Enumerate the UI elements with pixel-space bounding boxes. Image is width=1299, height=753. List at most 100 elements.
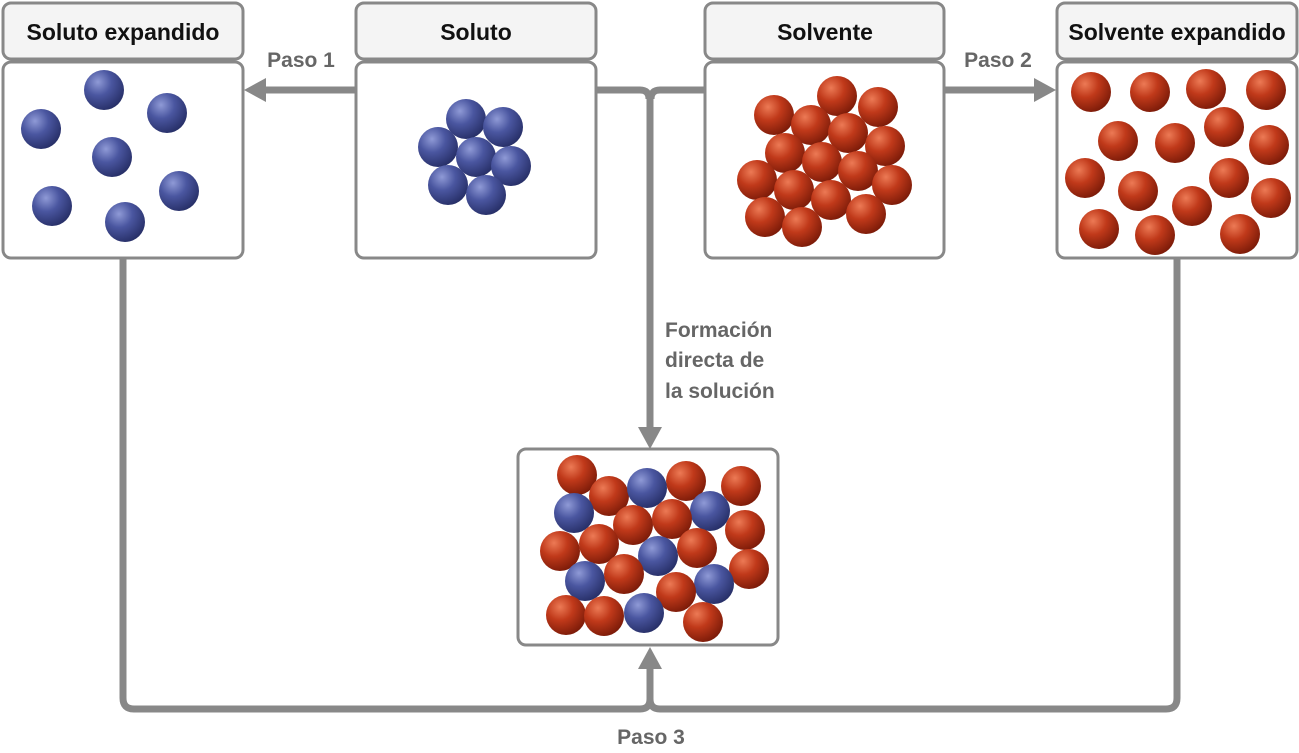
solvent-particle: [540, 531, 580, 571]
solute-particle: [466, 175, 506, 215]
particle-group: [418, 99, 531, 215]
solvent-particle: [677, 528, 717, 568]
solute-particle: [554, 493, 594, 533]
expanded-solute-header: [1, 1, 245, 61]
solvent-particle: [613, 505, 653, 545]
solvent-particle: [846, 194, 886, 234]
solute-particle: [32, 186, 72, 226]
direct-formation-label-line2: directa de: [665, 349, 764, 372]
solvent-particle: [1135, 215, 1175, 255]
direct-formation-label-line3: la solución: [665, 380, 775, 403]
solvent-particle: [802, 142, 842, 182]
direct-formation-label-line1: Formación: [665, 319, 772, 342]
solvent-particle: [721, 466, 761, 506]
direct-formation-arrowhead: [638, 427, 662, 449]
solute-particle: [428, 165, 468, 205]
expanded-solvent-title: Solvente expandido: [1068, 19, 1285, 45]
solvent-particle: [765, 133, 805, 173]
solute-particle: [565, 561, 605, 601]
solute-particle: [147, 93, 187, 133]
panel-solvent: Solvente: [703, 1, 946, 260]
solvent-particle: [791, 105, 831, 145]
solvent-particle: [865, 126, 905, 166]
solute-particle: [446, 99, 486, 139]
solvent-particle: [579, 524, 619, 564]
solvent-particle: [838, 151, 878, 191]
solute-particle: [92, 137, 132, 177]
solvent-particle: [683, 602, 723, 642]
panel-expanded-solvent: Solvente expandido: [1055, 1, 1299, 260]
particle-group: [1065, 69, 1291, 255]
solvent-particle: [725, 510, 765, 550]
solute-particle: [21, 109, 61, 149]
solvent-particle: [1204, 107, 1244, 147]
solvent-particle: [1220, 214, 1260, 254]
solvent-to-direct-connector: [647, 86, 705, 100]
solvent-particle: [1065, 158, 1105, 198]
solvent-particle: [656, 572, 696, 612]
solvent-particle: [1246, 70, 1286, 110]
solvent-particle: [652, 499, 692, 539]
solvent-particle: [1249, 125, 1289, 165]
solute-particle: [105, 202, 145, 242]
solvent-particle: [1130, 72, 1170, 112]
solvent-particle: [811, 180, 851, 220]
solvent-particle: [1155, 123, 1195, 163]
solvent-particle: [729, 549, 769, 589]
particle-group: [21, 70, 199, 242]
solvent-particle: [1118, 171, 1158, 211]
solute-particle: [483, 107, 523, 147]
solvent-particle: [604, 554, 644, 594]
solvent-particle: [782, 207, 822, 247]
solute-particle: [456, 137, 496, 177]
particle-group: [737, 76, 912, 247]
solvent-particle: [828, 113, 868, 153]
step2-label: Paso 2: [964, 49, 1032, 72]
solute-to-direct-connector: [596, 86, 653, 100]
solute-header: [354, 1, 598, 61]
solvent-particle: [584, 596, 624, 636]
solute-particle: [491, 146, 531, 186]
solvent-particle: [666, 461, 706, 501]
solvent-particle: [745, 197, 785, 237]
solute-particle: [418, 127, 458, 167]
solvent-particle: [1098, 121, 1138, 161]
solute-particle: [624, 593, 664, 633]
step1-label: Paso 1: [267, 49, 335, 72]
panel-solution: [516, 447, 780, 647]
particle-group: [540, 455, 769, 642]
solvent-particle: [817, 76, 857, 116]
solute-particle: [627, 468, 667, 508]
panel-solute: Soluto: [354, 1, 598, 260]
step3-right-connector: [646, 258, 1181, 713]
solvent-particle: [774, 170, 814, 210]
solvent-particle: [589, 476, 629, 516]
step1-arrowhead: [244, 78, 266, 102]
step3-arrowhead: [638, 647, 662, 669]
solute-title: Soluto: [440, 19, 512, 45]
solute-particle: [694, 564, 734, 604]
solvent-particle: [557, 455, 597, 495]
solvent-particle: [858, 87, 898, 127]
solvent-particle: [546, 595, 586, 635]
solvent-particle: [1172, 186, 1212, 226]
solvent-particle: [872, 165, 912, 205]
solvent-header: [703, 1, 946, 61]
solute-particle: [159, 171, 199, 211]
panel-expanded-solute: Soluto expandido: [1, 1, 245, 260]
solvent-particle: [1251, 178, 1291, 218]
step2-arrowhead: [1034, 78, 1056, 102]
step3-label: Paso 3: [617, 726, 685, 749]
solute-particle: [690, 491, 730, 531]
solvent-particle: [754, 95, 794, 135]
solvent-particle: [1071, 72, 1111, 112]
solute-particle: [638, 536, 678, 576]
solvent-particle: [1186, 69, 1226, 109]
connectors: [119, 78, 1181, 713]
solvent-particle: [1209, 158, 1249, 198]
solute-particle: [84, 70, 124, 110]
expanded-solute-title: Soluto expandido: [27, 19, 220, 45]
solvent-title: Solvente: [777, 19, 873, 45]
solvent-particle: [737, 160, 777, 200]
